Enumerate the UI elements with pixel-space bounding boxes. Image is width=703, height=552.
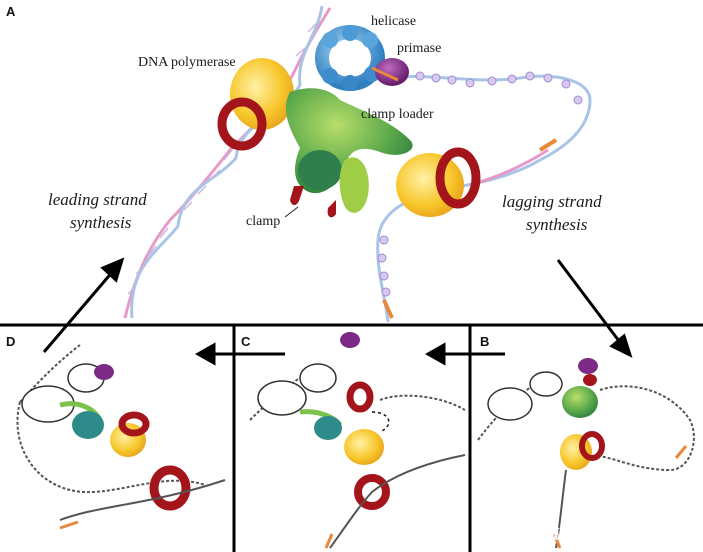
clamp-loader — [285, 88, 413, 218]
panel-c-illustration — [249, 332, 466, 549]
label-primase: primase — [397, 41, 441, 56]
label-clamp: clamp — [246, 214, 280, 229]
leading-strand-helix — [123, 5, 332, 319]
panel-a-label: A — [6, 4, 16, 19]
dna-polymerase-leading — [217, 58, 294, 151]
panel-d-label: D — [6, 334, 15, 349]
label-lagging-line1: lagging strand — [502, 192, 602, 211]
flow-arrows — [42, 257, 633, 366]
panel-dividers — [0, 323, 703, 552]
clamp-pointer — [284, 206, 299, 218]
helicase — [315, 25, 385, 91]
label-dna-polymerase: DNA polymerase — [138, 55, 236, 70]
primase — [371, 58, 409, 86]
label-helicase: helicase — [371, 14, 416, 29]
watermark: 搜狐号@李老师谈生化 — [534, 527, 664, 543]
ssb-proteins — [377, 71, 583, 297]
dna-polymerase-lagging — [396, 147, 481, 217]
panel-b-label: B — [480, 334, 489, 349]
panel-d-illustration — [16, 344, 226, 530]
panel-b-illustration — [477, 358, 695, 549]
label-clamp-loader: clamp loader — [361, 107, 434, 122]
label-lagging-line2: synthesis — [526, 215, 588, 234]
panel-c-label: C — [241, 334, 251, 349]
label-leading-line1: leading strand — [48, 190, 147, 209]
label-leading-line2: synthesis — [70, 213, 132, 232]
